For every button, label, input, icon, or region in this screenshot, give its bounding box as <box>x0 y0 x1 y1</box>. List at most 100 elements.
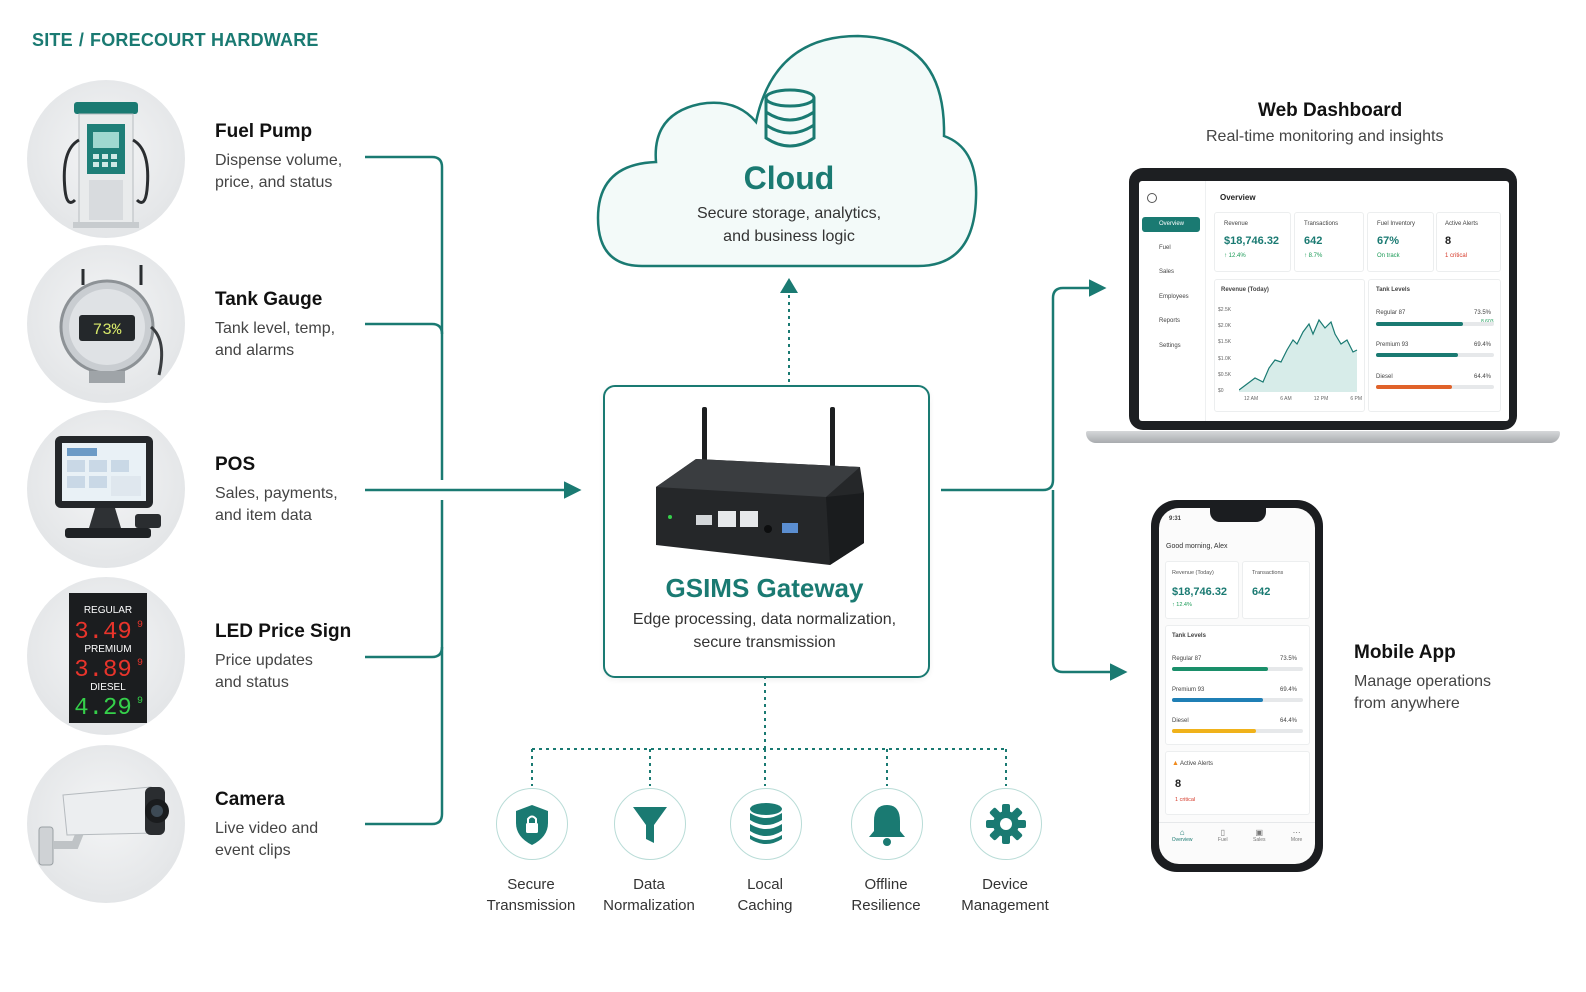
device-title-led-sign: LED Price Sign <box>215 621 352 642</box>
desc-line: Sales, payments, <box>215 485 338 502</box>
tank-bar <box>1172 729 1303 733</box>
sign-price-regular: 3.49 <box>74 619 132 646</box>
x-tick: 6 PM <box>1350 396 1362 402</box>
tank-gauge-circle: 73% <box>27 245 185 403</box>
label-line: Data <box>633 876 665 893</box>
pos-circle <box>27 410 185 568</box>
cloud-title: Cloud <box>743 160 835 196</box>
breadcrumb-separator: / <box>78 30 85 50</box>
gateway-desc: Edge processing, data normalization, sec… <box>603 608 926 654</box>
tank-bar-fill <box>1376 322 1463 326</box>
tank-name: Premium 93 <box>1376 342 1409 348</box>
tank-levels-card: Tank Levels Regular 87 73.5% 8,603 Premi… <box>1368 279 1501 412</box>
desc-line: Edge processing, data normalization, <box>632 611 897 628</box>
cloud-shape <box>596 34 978 268</box>
tab-sales[interactable]: ▣Sales <box>1253 828 1266 843</box>
warning-icon: ▲ <box>1172 760 1179 767</box>
tank-bar <box>1376 353 1494 357</box>
tank-pct: 73.5% <box>1280 656 1298 662</box>
cloud-desc: Secure storage, analytics, and business … <box>639 202 939 248</box>
sign-price-diesel: 4.29 <box>74 695 132 722</box>
kpi-sub: 1 critical <box>1445 253 1468 259</box>
feature-data-normalization <box>614 788 686 860</box>
tank-bar <box>1172 667 1303 671</box>
funnel-icon <box>633 807 667 843</box>
tab-label: Overview <box>1171 837 1193 843</box>
tank-bar <box>1376 322 1494 326</box>
desc-line: and status <box>215 674 289 691</box>
nav-item-settings[interactable]: Settings <box>1159 343 1181 349</box>
wire-tank-gauge <box>365 322 444 335</box>
tank-name: Regular 87 <box>1376 310 1406 316</box>
security-camera-icon <box>38 786 169 866</box>
kpi-value: $18,746.32 <box>1224 235 1280 247</box>
sign-sup-diesel: 9 <box>137 696 143 707</box>
tab-overview[interactable]: ⌂Overview <box>1172 828 1193 843</box>
mobile-alerts-card: ▲ Active Alerts 8 1 critical <box>1165 751 1310 815</box>
desc-line: Tank level, temp, <box>215 320 336 337</box>
tank-bar-fill <box>1172 667 1269 671</box>
desc-line: secure transmission <box>693 634 836 651</box>
led-sign-circle: REGULAR 3.49 9 PREMIUM 3.89 9 DIESEL 4.2… <box>27 577 185 735</box>
fuel-pump-circle <box>27 80 185 238</box>
wire-fuel-pump <box>365 155 444 480</box>
device-desc-pos: Sales, payments, and item data <box>215 483 365 527</box>
home-icon: ⌂ <box>1179 828 1185 837</box>
sign-sup-premium: 9 <box>137 658 143 669</box>
breadcrumb: SITE/FORECOURT HARDWARE <box>32 30 319 51</box>
camera-circle <box>27 745 185 903</box>
tank-bar-fill <box>1376 353 1458 357</box>
tabbar-divider <box>1159 822 1315 823</box>
kpi-card-fuel-inventory: Fuel Inventory 67% On track <box>1367 212 1434 272</box>
kpi-value: 67% <box>1377 235 1400 247</box>
x-tick: 12 PM <box>1313 396 1329 402</box>
sign-sup-regular: 9 <box>137 620 143 631</box>
cloud-arrowhead <box>780 278 798 293</box>
tank-name: Regular 87 <box>1172 656 1202 662</box>
tab-fuel[interactable]: ▯Fuel <box>1218 828 1228 843</box>
led-price-sign-icon: REGULAR 3.49 9 PREMIUM 3.89 9 DIESEL 4.2… <box>69 593 147 723</box>
sign-label-premium: PREMIUM <box>84 644 131 655</box>
revenue-chart-title: Revenue (Today) <box>1221 287 1269 293</box>
tank-gauge-readout: 73% <box>93 321 122 339</box>
revenue-x-ticks: 12 AM 6 AM 12 PM 6 PM <box>1244 396 1362 402</box>
mobile-revenue-card: Revenue (Today) $18,746.32 ↑ 12.4% <box>1165 561 1239 619</box>
wire-camera <box>365 500 444 826</box>
breadcrumb-site: SITE <box>32 30 73 50</box>
feature-local-caching <box>730 788 802 860</box>
x-tick: 12 AM <box>1244 396 1259 402</box>
tab-more[interactable]: ⋯More <box>1291 828 1302 843</box>
device-desc-tank-gauge: Tank level, temp, and alarms <box>215 318 365 362</box>
nav-item-fuel[interactable]: Fuel <box>1159 245 1171 251</box>
feature-label-data-normalization: Data Normalization <box>589 874 709 916</box>
logo-icon <box>1147 193 1157 203</box>
phone-notch <box>1210 508 1266 522</box>
nav-item-reports[interactable]: Reports <box>1159 318 1181 324</box>
tab-label: More <box>1290 837 1303 843</box>
label-line: Resilience <box>851 897 921 914</box>
nav-item-overview[interactable]: Overview <box>1142 217 1200 232</box>
kpi-label: Revenue <box>1224 221 1249 227</box>
web-dashboard-title: Web Dashboard <box>1258 100 1403 121</box>
device-title-pos: POS <box>215 454 256 475</box>
alerts-sub: 1 critical <box>1175 797 1196 803</box>
tank-bar <box>1376 385 1494 389</box>
nav-item-sales[interactable]: Sales <box>1159 269 1175 275</box>
desc-line: and alarms <box>215 342 295 359</box>
mobile-app-title: Mobile App <box>1354 642 1456 663</box>
tank-pct: 64.4% <box>1280 718 1298 724</box>
y-tick: $0 <box>1218 388 1224 395</box>
fuel-pump-icon <box>62 102 150 228</box>
laptop-base <box>1086 431 1560 443</box>
kpi-label: Fuel Inventory <box>1377 221 1416 227</box>
kpi-sub: ↑ 8.7% <box>1304 253 1323 259</box>
mobile-transactions-card: Transactions 642 <box>1242 561 1310 619</box>
tank-name: Diesel <box>1172 718 1189 724</box>
kpi-value: 642 <box>1304 235 1323 247</box>
dashboard-sidebar: Overview Fuel Sales Employees Reports Se… <box>1139 181 1206 421</box>
tank-levels-title: Tank Levels <box>1172 633 1206 639</box>
kpi-card-active-alerts: Active Alerts 8 1 critical <box>1436 212 1501 272</box>
desc-line: Manage operations <box>1354 673 1491 690</box>
nav-item-employees[interactable]: Employees <box>1159 294 1189 300</box>
